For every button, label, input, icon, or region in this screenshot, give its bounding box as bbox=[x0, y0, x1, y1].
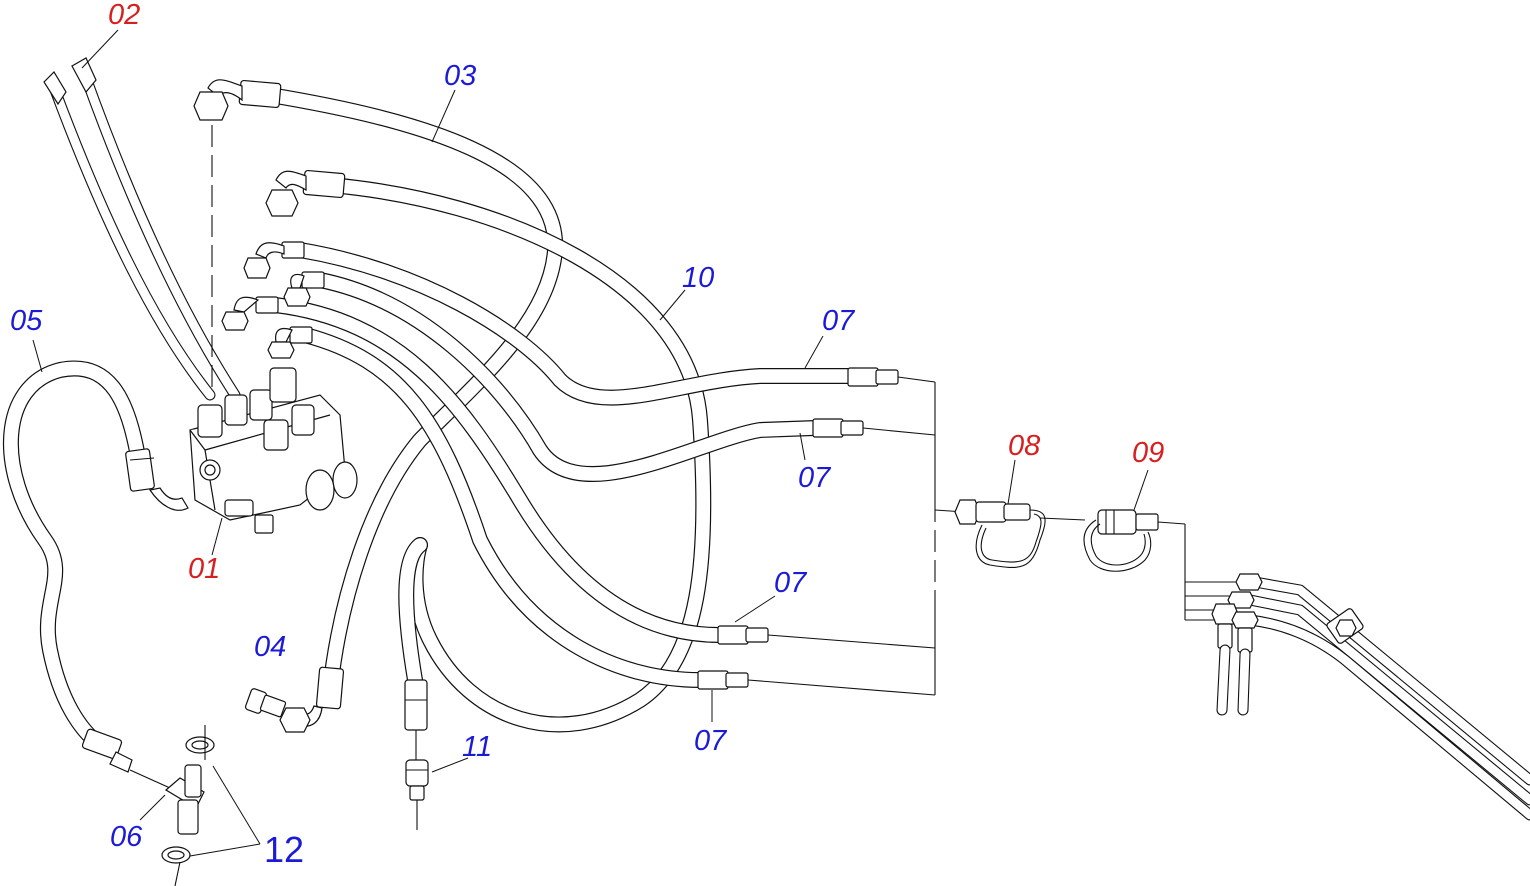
callout-07-second: 07 bbox=[798, 462, 832, 494]
junction-lines bbox=[747, 376, 966, 696]
callout-labels: 01 02 03 04 05 06 07 07 07 07 08 09 10 1… bbox=[10, 0, 1164, 870]
tee-06-and-clamps-12 bbox=[129, 725, 215, 886]
callout-02: 02 bbox=[108, 0, 140, 31]
callout-09: 09 bbox=[1132, 437, 1164, 469]
coupler-08 bbox=[954, 499, 1086, 568]
callout-01: 01 bbox=[188, 553, 220, 585]
control-valve-01 bbox=[189, 367, 358, 534]
callout-07-bottom: 07 bbox=[694, 725, 728, 757]
callout-04: 04 bbox=[254, 631, 286, 663]
callout-10: 10 bbox=[682, 262, 714, 294]
callout-06: 06 bbox=[110, 821, 143, 853]
callout-11: 11 bbox=[462, 731, 492, 763]
pipes-02 bbox=[43, 57, 241, 401]
hoses-07 bbox=[221, 241, 899, 690]
callout-12: 12 bbox=[264, 829, 304, 870]
tractor-pipes bbox=[1185, 573, 1530, 821]
hose-10 bbox=[265, 169, 712, 760]
leader-lines bbox=[32, 29, 1149, 857]
callout-05: 05 bbox=[10, 305, 43, 337]
hose-05 bbox=[2, 360, 189, 773]
callout-07-top: 07 bbox=[822, 305, 856, 337]
fitting-04 bbox=[244, 688, 311, 733]
fitting-11 bbox=[405, 759, 429, 830]
hose-03 bbox=[193, 79, 564, 727]
callout-07-third: 07 bbox=[774, 567, 808, 599]
callout-03: 03 bbox=[444, 60, 476, 92]
coupler-09 bbox=[1083, 509, 1186, 620]
callout-08: 08 bbox=[1008, 430, 1040, 462]
